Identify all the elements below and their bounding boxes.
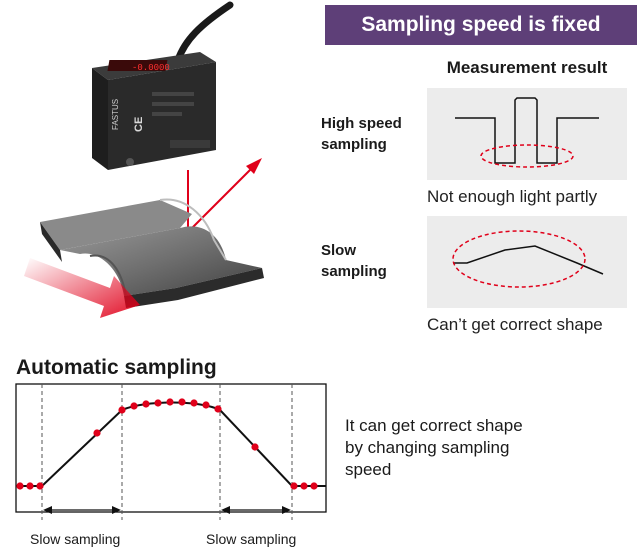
high-speed-caption: Not enough light partly: [427, 187, 598, 206]
fixed-speed-title: Sampling speed is fixed: [325, 5, 637, 45]
sensor-ce-mark: CE: [133, 117, 145, 132]
sample-point: [130, 402, 138, 410]
high-speed-result-plot: [455, 97, 599, 168]
sample-point: [300, 482, 308, 490]
high-speed-label-line1: High speed: [321, 115, 402, 132]
sample-point: [36, 482, 44, 490]
reflected-beam-arrowhead: [246, 158, 262, 174]
sample-point: [214, 405, 222, 413]
sensor-display-value: -0.0000: [132, 63, 170, 73]
automatic-sampling-diagram: [15, 383, 327, 520]
slow-sampling-left-label: Slow sampling: [30, 531, 121, 547]
high-speed-label-line2: sampling: [321, 136, 387, 153]
sensor-brand: FASTUS: [111, 99, 120, 130]
sample-point: [93, 429, 101, 437]
automatic-sampling-title: Automatic sampling: [16, 356, 217, 379]
wrong-shape-ellipse: [452, 230, 586, 288]
sensor-display: [107, 60, 168, 71]
measurement-result-title: Measurement result: [446, 58, 608, 77]
left-range-arrow: [43, 506, 121, 514]
sensor-head: -0.0000 FASTUS CE: [92, 52, 216, 170]
sample-point: [154, 399, 162, 407]
sample-point: [118, 406, 126, 414]
sensor-cable: [174, 1, 234, 64]
high-speed-label: High speed sampling: [321, 113, 402, 155]
right-range-arrow: [221, 506, 291, 514]
sample-point: [202, 401, 210, 409]
sample-point: [310, 482, 318, 490]
sample-point: [142, 400, 150, 408]
slow-label: Slow sampling: [321, 240, 387, 282]
sample-points: [16, 398, 318, 490]
slow-label-line1: Slow: [321, 242, 357, 259]
slow-profile: [453, 245, 604, 275]
sample-point: [16, 482, 24, 490]
slow-label-line2: sampling: [321, 263, 387, 280]
slow-result-panel: [427, 216, 627, 308]
sample-point: [190, 399, 198, 407]
slow-result-plot: [452, 230, 604, 288]
sample-point: [178, 398, 186, 406]
sample-point: [290, 482, 298, 490]
sample-point: [26, 482, 34, 490]
sample-point: [251, 443, 259, 451]
slow-caption: Can’t get correct shape: [427, 315, 603, 334]
reflected-beam: [187, 167, 253, 233]
automatic-sampling-note: It can get correct shape by changing sam…: [345, 416, 523, 479]
sample-point: [166, 398, 174, 406]
motion-arrow: [24, 258, 140, 318]
missing-data-ellipse: [480, 144, 574, 168]
high-speed-result-panel: [427, 88, 627, 180]
sensor-illustration: -0.0000 FASTUS CE: [24, 1, 264, 318]
high-speed-profile: [455, 97, 599, 164]
slow-sampling-right-label: Slow sampling: [206, 531, 297, 547]
